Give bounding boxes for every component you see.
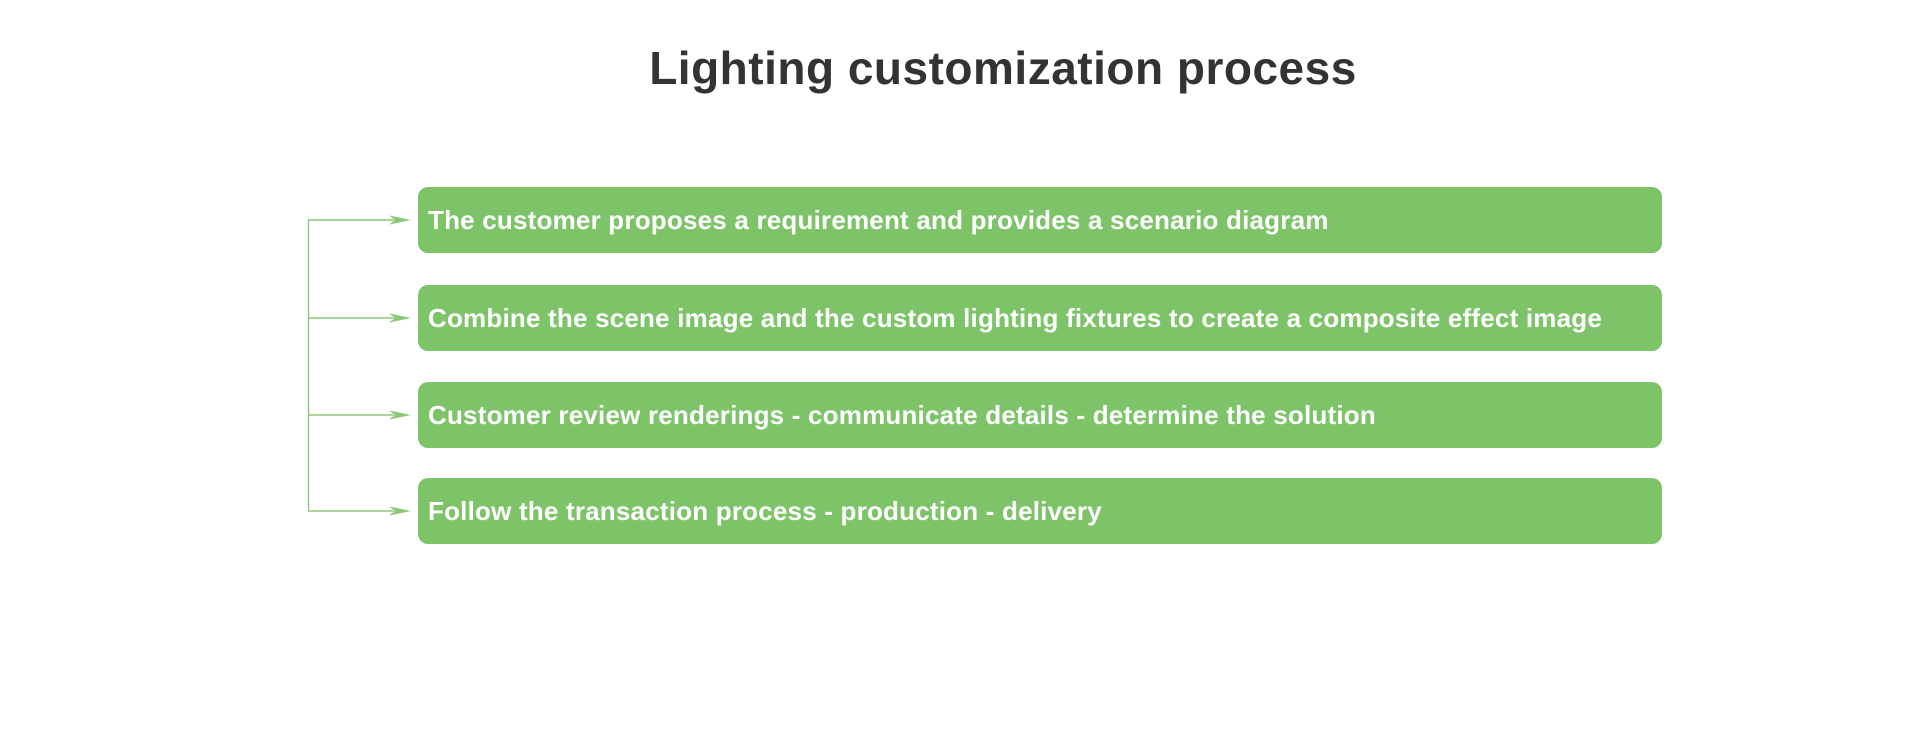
- step-label: The customer proposes a requirement and …: [428, 205, 1329, 235]
- step-label: Combine the scene image and the custom l…: [428, 303, 1603, 333]
- step-box-2: Combine the scene image and the custom l…: [418, 285, 1662, 351]
- arrow-right-icon: [389, 313, 411, 323]
- connector-branch: [308, 215, 411, 225]
- arrow-right-icon: [389, 410, 411, 420]
- connector-branch: [308, 313, 411, 323]
- connector-branch: [308, 506, 411, 516]
- step-box-3: Customer review renderings - communicate…: [418, 382, 1662, 448]
- connector-branch: [308, 410, 411, 420]
- arrow-right-icon: [389, 215, 411, 225]
- step-box-4: Follow the transaction process - product…: [418, 478, 1662, 544]
- arrow-right-icon: [389, 506, 411, 516]
- step-box-1: The customer proposes a requirement and …: [418, 187, 1662, 253]
- page-title: Lighting customization process: [649, 42, 1357, 94]
- step-label: Follow the transaction process - product…: [428, 496, 1102, 526]
- step-label: Customer review renderings - communicate…: [428, 400, 1376, 430]
